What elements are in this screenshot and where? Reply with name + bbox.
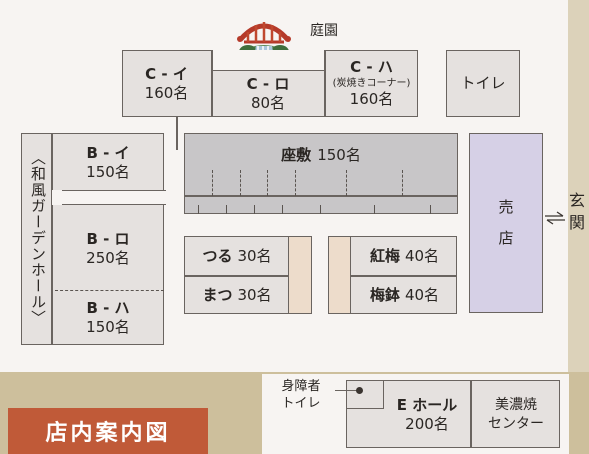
room-matsu[interactable]: まつ 30名 <box>186 277 288 313</box>
zashiki-partition <box>402 170 403 196</box>
room-name: まつ <box>202 285 233 304</box>
room-name: 紅梅 <box>369 246 400 265</box>
divider-c-i <box>211 50 213 117</box>
room-b-i[interactable]: B - イ 150名 <box>52 135 164 190</box>
b-gap-connector <box>52 190 62 205</box>
corridor-tsuru-matsu <box>288 237 311 313</box>
panel-right-shade <box>568 0 589 372</box>
accessible-toilet-line-1: 身障者 <box>281 379 321 394</box>
room-capacity: 160名 <box>144 83 189 102</box>
zashiki-partition <box>212 170 213 196</box>
zashiki-partition <box>240 170 241 196</box>
room-note: (炭焼きコーナー) <box>332 78 411 89</box>
room-shop[interactable]: 売 店 <box>469 133 543 313</box>
entrance-arrow-icon <box>543 210 567 225</box>
divider-e-mino <box>470 380 472 448</box>
connector-line <box>176 117 178 150</box>
zashiki-tick <box>254 205 256 214</box>
corridor-koubai-umebachi <box>329 237 351 313</box>
shop-line-1: 売 <box>498 198 514 216</box>
room-c-ro-top <box>211 50 325 71</box>
entrance-label: 玄関 <box>566 192 585 236</box>
garden-hall-label: 〈和風ガーデンホール〉 <box>29 150 47 326</box>
zashiki-partition <box>346 170 347 196</box>
room-name: B - ハ <box>86 299 130 317</box>
garden-hall-inner-line <box>51 133 53 345</box>
zashiki-divider <box>184 195 458 197</box>
room-capacity: 160名 <box>349 90 394 108</box>
mino-line-2: センター <box>488 416 544 432</box>
room-capacity: 30名 <box>237 246 272 265</box>
divider-c-ha <box>324 50 326 117</box>
room-name: 梅鉢 <box>369 285 400 304</box>
room-capacity: 150名 <box>86 162 130 181</box>
room-name: E ホール <box>396 396 458 414</box>
room-zashiki-label: 座敷 150名 <box>184 140 458 170</box>
garden-label: 庭園 <box>310 23 338 39</box>
room-b-ro[interactable]: B - ロ 250名 <box>52 210 164 288</box>
b-ro-ha-partition <box>55 290 164 291</box>
room-name: つる <box>202 246 233 265</box>
garden-hall[interactable] <box>21 133 164 345</box>
room-koubai[interactable]: 紅梅 40名 <box>353 237 456 275</box>
room-name: B - ロ <box>86 230 130 248</box>
room-c-ha[interactable]: C - ハ (炭焼きコーナー) 160名 <box>325 50 418 117</box>
accessible-toilet-marker <box>356 387 363 394</box>
room-capacity: 40名 <box>404 246 440 265</box>
zashiki-tick <box>320 205 322 214</box>
accessible-toilet-leader <box>335 390 358 392</box>
room-name: C - ロ <box>246 75 290 93</box>
room-capacity: 30名 <box>237 285 272 304</box>
accessible-toilet-room[interactable] <box>346 380 384 409</box>
room-capacity: 200名 <box>405 415 449 433</box>
room-e-hall[interactable]: E ホール 200名 <box>384 385 470 445</box>
room-capacity: 250名 <box>86 249 130 267</box>
b-i-gap <box>52 190 166 205</box>
room-c-ro[interactable]: C - ロ 80名 <box>212 71 324 117</box>
zashiki-tick <box>198 205 200 214</box>
room-name: C - イ <box>145 64 188 83</box>
room-name: トイレ <box>460 74 506 92</box>
room-umebachi[interactable]: 梅鉢 40名 <box>353 277 456 313</box>
room-tsuru[interactable]: つる 30名 <box>186 237 288 275</box>
zashiki-tick <box>430 205 432 214</box>
divider-koubai-umebachi <box>351 275 457 277</box>
room-capacity: 80名 <box>250 94 286 112</box>
zashiki-partition <box>267 170 268 196</box>
shop-line-2: 店 <box>498 229 514 247</box>
divider-tsuru-matsu <box>184 275 289 277</box>
room-toilet[interactable]: トイレ <box>446 50 520 117</box>
room-capacity: 40名 <box>404 285 440 304</box>
accessible-toilet-line-2: トイレ <box>281 396 321 411</box>
map-title: 店内案内図 <box>8 408 208 454</box>
room-mino-center[interactable]: 美濃焼 センター <box>472 385 560 445</box>
room-c-i[interactable]: C - イ 160名 <box>122 50 211 117</box>
accessible-toilet-label: 身障者 トイレ <box>268 378 334 412</box>
mino-line-1: 美濃焼 <box>495 397 537 413</box>
annex-block <box>346 380 560 448</box>
zashiki-tick <box>374 205 376 214</box>
room-b-ha[interactable]: B - ハ 150名 <box>52 292 164 344</box>
zashiki-tick <box>226 205 228 214</box>
zashiki-partition <box>295 170 296 196</box>
room-name: B - イ <box>86 143 130 162</box>
zashiki-tick <box>282 205 284 214</box>
room-name: 座敷 <box>281 145 312 164</box>
room-zashiki[interactable] <box>184 133 458 214</box>
room-capacity: 150名 <box>86 318 130 336</box>
room-capacity: 150名 <box>317 145 361 164</box>
room-name: C - ハ <box>350 58 393 76</box>
